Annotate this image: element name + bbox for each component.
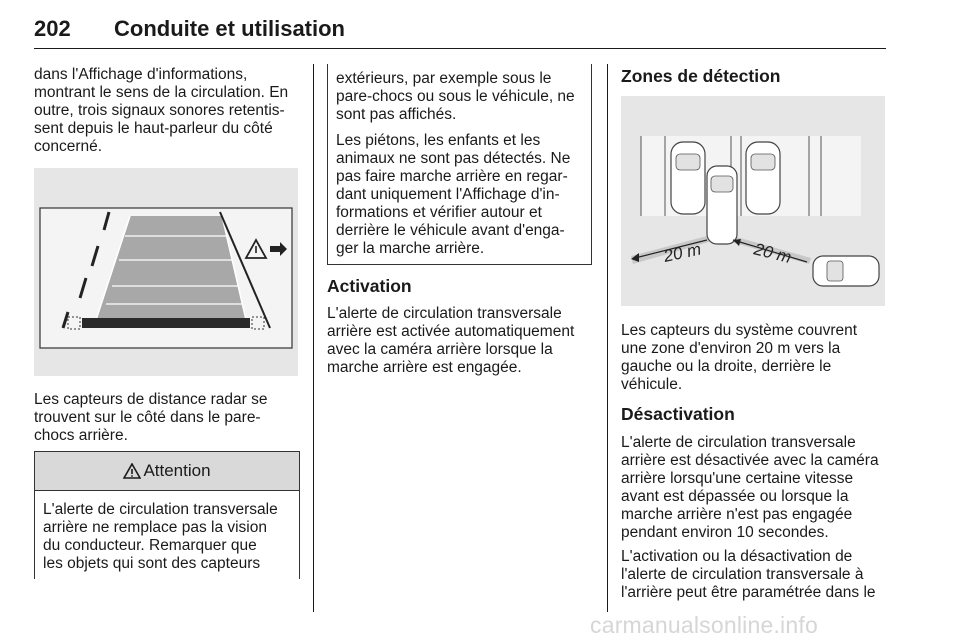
- text-line: L'alerte de circulation transversale: [43, 501, 278, 518]
- text-line: l'alerte de circulation transversale à: [621, 566, 864, 583]
- col3-paragraph-3: L'activation ou la désactivation de l'al…: [621, 548, 893, 602]
- text-line: Les capteurs de distance radar se: [34, 391, 268, 408]
- section-heading-activation: Activation: [327, 276, 412, 296]
- column-divider-1: [313, 64, 314, 612]
- text-line: arrière est activée automatiquement: [327, 323, 575, 340]
- text-line: extérieurs, par exemple sous le: [336, 70, 552, 87]
- text-line: formations et vérifier autour et: [336, 204, 542, 221]
- detection-zone-figure: 20 m 20 m: [621, 96, 885, 306]
- warning-triangle-icon: [123, 463, 142, 479]
- header-rule: [34, 48, 886, 49]
- range-label-left: 20 m: [661, 239, 703, 266]
- text-line: dans l'Affichage d'informations,: [34, 66, 248, 83]
- text-line: gauche ou la droite, derrière le: [621, 358, 832, 375]
- rear-camera-display-illustration: [39, 207, 293, 349]
- text-line: Les capteurs du système couvrent: [621, 322, 858, 339]
- text-line: une zone d'environ 20 m vers la: [621, 340, 841, 357]
- text-line: sont pas affichés.: [336, 106, 457, 123]
- text-line: derrière le véhicule avant d'enga-: [336, 222, 565, 239]
- text-line: marche arrière est engagée.: [327, 359, 522, 376]
- text-line: L'alerte de circulation transversale: [327, 305, 562, 322]
- text-line: L'alerte de circulation transversale: [621, 434, 856, 451]
- watermark: carmanualsonline.info: [590, 612, 818, 638]
- text-line: animaux ne sont pas détectés. Ne: [336, 150, 571, 167]
- col3-paragraph-2: L'alerte de circulation transversale arr…: [621, 434, 893, 542]
- page-title: Conduite et utilisation: [114, 16, 345, 41]
- attention-header: Attention: [35, 452, 299, 491]
- parking-guide-figure: [34, 168, 298, 376]
- text-line: concerné.: [34, 138, 103, 155]
- detection-zone-illustration: 20 m 20 m: [631, 136, 880, 287]
- col3-paragraph-1: Les capteurs du système couvrent une zon…: [621, 322, 891, 394]
- text-line: pendant environ 10 secondes.: [621, 524, 829, 541]
- text-line: chocs arrière.: [34, 427, 128, 444]
- section-heading-detection-zones: Zones de détection: [621, 66, 781, 86]
- text-line: les objets qui sont des capteurs: [43, 555, 261, 572]
- col1-paragraph-2: Les capteurs de distance radar se trouve…: [34, 391, 304, 445]
- col2-paragraph: L'alerte de circulation transversale arr…: [327, 305, 599, 377]
- attention-box: Attention L'alerte de circulation transv…: [34, 451, 300, 579]
- text-line: du conducteur. Remarquer que: [43, 537, 257, 554]
- attention-body: L'alerte de circulation transversale arr…: [35, 491, 299, 573]
- text-line: arrière est désactivée avec la caméra: [621, 452, 879, 469]
- section-heading-deactivation: Désactivation: [621, 404, 735, 424]
- text-line: montrant le sens de la circulation. En: [34, 84, 289, 101]
- text-line: arrière lorsqu'une certaine vitesse: [621, 470, 854, 487]
- text-line: Les piétons, les enfants et les: [336, 132, 541, 149]
- text-line: véhicule.: [621, 376, 683, 393]
- text-line: avec la caméra arrière lorsque la: [327, 341, 553, 358]
- column-divider-2: [607, 64, 608, 612]
- attention-box-continued: extérieurs, par exemple sous le pare-cho…: [327, 64, 592, 265]
- attention-title: Attention: [143, 461, 211, 480]
- text-line: L'activation ou la désactivation de: [621, 548, 853, 565]
- text-line: trouvent sur le côté dans le pare-: [34, 409, 261, 426]
- text-line: pare-chocs ou sous le véhicule, ne: [336, 88, 575, 105]
- text-line: avant est dépassée ou lorsque la: [621, 488, 849, 505]
- range-label-right: 20 m: [751, 239, 793, 267]
- page-number: 202: [34, 16, 71, 41]
- text-line: l'arrière peut être paramétrée dans le: [621, 584, 876, 601]
- col1-paragraph-1: dans l'Affichage d'informations, montran…: [34, 66, 304, 156]
- text-line: sent depuis le haut-parleur du côté: [34, 120, 273, 137]
- text-line: arrière ne remplace pas la vision: [43, 519, 267, 536]
- text-line: ger la marche arrière.: [336, 240, 485, 257]
- text-line: dant uniquement l'Affichage d'in-: [336, 186, 560, 203]
- text-line: marche arrière n'est pas engagée: [621, 506, 853, 523]
- text-line: outre, trois signaux sonores retentis-: [34, 102, 285, 119]
- text-line: pas faire marche arrière en regar-: [336, 168, 568, 185]
